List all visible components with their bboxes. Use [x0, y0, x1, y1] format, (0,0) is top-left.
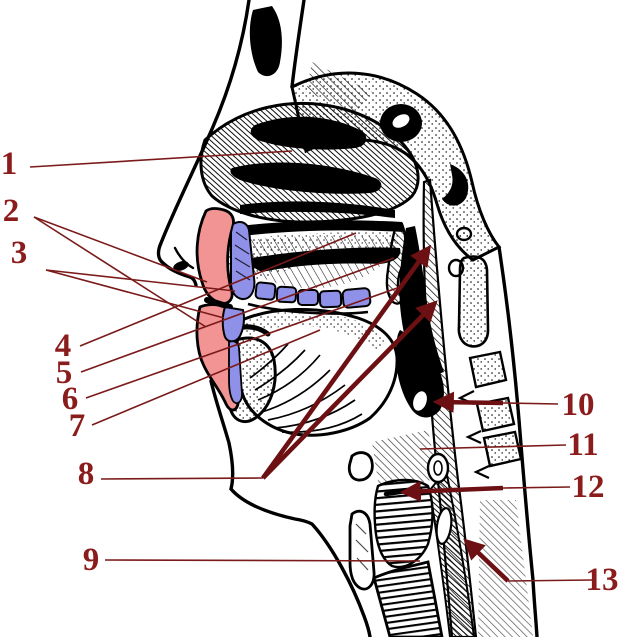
nasal-cavity — [199, 101, 420, 224]
arytenoid — [426, 452, 450, 484]
figure-label-2: 2 — [3, 193, 20, 229]
neck-back-hatch — [478, 500, 533, 637]
figure-label-9: 9 — [83, 542, 100, 578]
head-outline — [156, 0, 539, 637]
label-3-line-1 — [45, 269, 225, 319]
mouth-opening — [204, 297, 233, 310]
chin-neck-line — [209, 379, 372, 637]
label-13-line-0 — [507, 579, 593, 582]
label-12-line-0 — [502, 486, 571, 489]
vertebra — [468, 350, 508, 389]
label-8-arrow-1 — [261, 300, 438, 480]
figure-label-12: 12 — [572, 469, 605, 505]
label-7-line-0 — [91, 329, 321, 426]
figure-label-10: 10 — [562, 387, 595, 423]
label-1-line-0 — [29, 150, 293, 168]
teeth — [221, 221, 372, 405]
nose-wing — [173, 246, 195, 270]
hard-palate-bar — [208, 220, 404, 240]
figure-label-11: 11 — [567, 427, 598, 463]
label-6-line-0 — [85, 286, 401, 399]
figure-label-13: 13 — [586, 562, 619, 598]
figure-label-6: 6 — [62, 381, 79, 417]
label-3-line-0 — [45, 269, 236, 292]
turbinate-upper — [250, 116, 367, 150]
oral-shadow-arc — [250, 247, 401, 272]
label-9-line-0 — [104, 559, 421, 562]
crown-line — [290, 0, 306, 89]
label-8-arrow-0 — [261, 244, 432, 480]
thyroid-cartilage — [348, 509, 376, 591]
label-13-arrow-0 — [463, 538, 510, 583]
figure-label-4: 4 — [55, 328, 72, 364]
figure-label-1: 1 — [1, 146, 18, 182]
label-10-arrow-0 — [432, 391, 504, 413]
nostril — [173, 261, 189, 271]
label-5-line-0 — [80, 257, 395, 373]
pharynx-recess — [435, 507, 453, 545]
trachea — [372, 560, 444, 637]
turbinate-middle — [230, 162, 382, 194]
figure-label-8: 8 — [78, 456, 95, 492]
hair-hatch — [306, 62, 372, 112]
frontal-sinus — [249, 6, 282, 77]
hyoid-bone — [347, 451, 374, 482]
turbinate-lower — [240, 201, 395, 218]
vertebral-column — [447, 226, 523, 479]
neck-back-line — [497, 245, 539, 637]
forehead-nose-line — [156, 0, 251, 287]
label-11-line-0 — [419, 444, 567, 450]
axis-bone — [457, 255, 490, 348]
lower-incisor — [221, 305, 245, 343]
vertebra — [482, 430, 523, 468]
label-10-line-0 — [502, 402, 559, 405]
label-8-line-0 — [100, 477, 264, 480]
larynx — [347, 430, 453, 637]
label-12-arrow-0 — [399, 480, 504, 502]
laryngopharynx-hatch — [372, 430, 438, 494]
figure-label-3: 3 — [11, 235, 28, 271]
lower-incisor-root — [228, 340, 243, 405]
label-2-line-0 — [33, 216, 208, 283]
label-2-line-1 — [33, 216, 207, 328]
velum-uvula — [385, 222, 407, 305]
ear-canal — [442, 164, 469, 206]
label-4-line-0 — [79, 232, 357, 347]
figure-label-7: 7 — [69, 408, 86, 444]
vertebra — [475, 396, 516, 433]
figure-label-5: 5 — [56, 355, 73, 391]
